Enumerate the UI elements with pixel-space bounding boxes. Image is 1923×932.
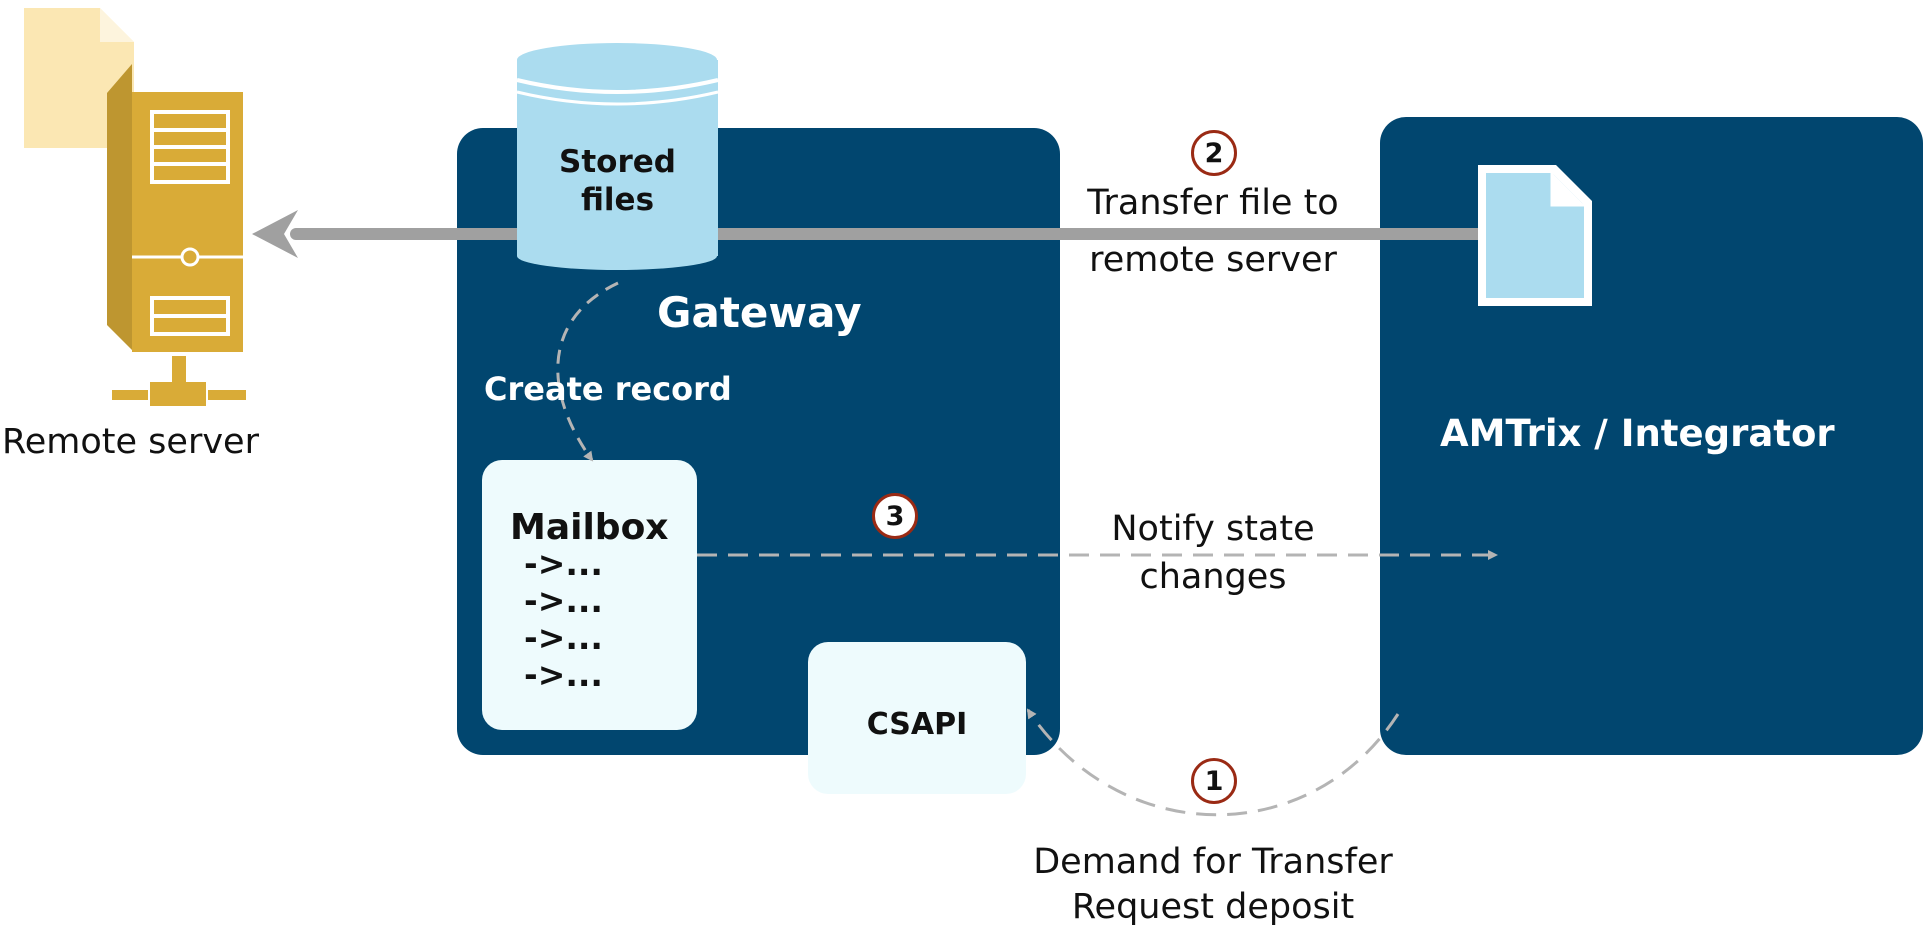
step-2-badge: 2 [1191,130,1237,176]
step-3-line-1: Notify state [1111,509,1315,549]
step-3-badge: 3 [872,493,918,539]
csapi-label: CSAPI [866,707,968,742]
remote-server-label: Remote server [2,422,259,462]
step-1-line-1: Demand for Transfer [1033,842,1393,882]
transfer-arrow [252,210,1484,258]
step-1-line-2: Request deposit [1071,887,1355,927]
gateway-title: Gateway [657,288,862,337]
step-1-label: Demand for Transfer Request deposit [980,845,1446,925]
create-record-arrow [556,281,619,462]
step-1-badge: 1 [1191,758,1237,804]
mailbox-item: ->... [524,581,603,620]
stored-files-line-1: Stored [559,144,676,180]
mailbox-panel [482,460,697,730]
csapi-panel [808,642,1026,794]
step-2-line-1: Transfer file to [1087,183,1339,223]
step-3-label: Notify state changes [1032,512,1394,595]
server-icon [24,8,246,406]
mailbox-item: ->... [524,618,603,657]
mailbox-item: ->... [524,655,603,694]
stored-files-line-2: files [580,182,655,218]
document-icon [1478,165,1592,306]
amtrix-title: AMTrix / Integrator [1440,412,1835,455]
demand-arrow [1026,708,1400,817]
step-3-line-2: changes [1139,557,1287,597]
mailbox-title: Mailbox [510,507,669,548]
step-2-label: Transfer file to remote server [1032,186,1394,278]
create-record-label: Create record [484,370,732,408]
database-icon [516,43,719,270]
step-2-line-2: remote server [1089,240,1337,280]
mailbox-item: ->... [524,544,603,583]
mailbox-content: Mailbox ->... ->... ->... ->... [510,507,669,694]
stored-files-label: Stored files [517,147,718,216]
